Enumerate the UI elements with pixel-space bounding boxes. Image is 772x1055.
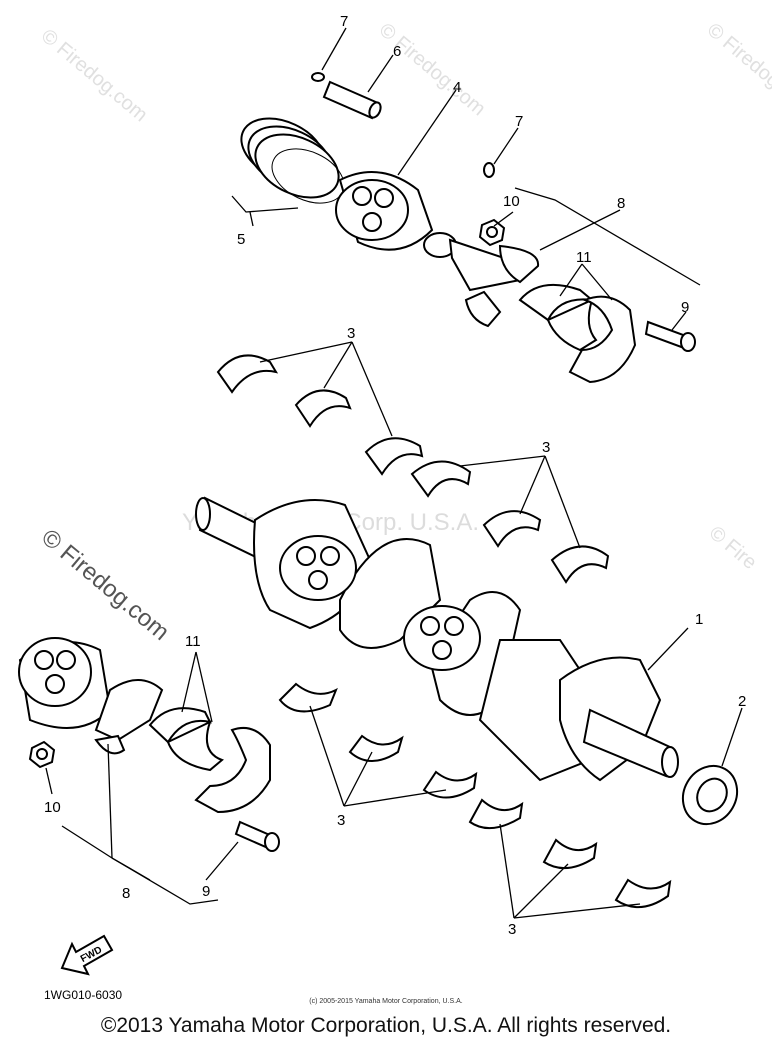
circlip-7-top (311, 72, 325, 82)
callout-9: 9 (202, 883, 210, 900)
callout-6: 6 (393, 43, 401, 60)
copyright-footer: ©2013 Yamaha Motor Corporation, U.S.A. A… (100, 1014, 672, 1037)
leader-lines (45, 27, 743, 919)
callout-7: 7 (515, 113, 523, 130)
callouts: 7 6 4 7 8 10 11 9 5 3 3 1 2 3 3 11 10 8 … (44, 13, 746, 938)
circlip-7-right (483, 162, 495, 178)
conrod-cap-lower (194, 726, 271, 814)
bolt-9-upper (644, 320, 696, 352)
callout-7: 7 (340, 13, 348, 30)
callout-10: 10 (503, 193, 520, 210)
conrod-bearing-upper (518, 283, 598, 352)
callout-2: 2 (738, 693, 746, 710)
piston-rings (240, 117, 345, 204)
connecting-rod-lower (94, 679, 164, 755)
nut-10-upper (478, 218, 506, 247)
piston-pin (322, 80, 382, 120)
watermark-firedog: © Firedog.com (37, 25, 152, 126)
watermark-firedog: © Fire (705, 522, 761, 574)
nut-10-lower (28, 740, 56, 769)
callout-8: 8 (122, 885, 130, 902)
callout-3: 3 (508, 921, 516, 938)
crankshaft (195, 496, 679, 782)
watermark-firedog-large: © Firedog.com (36, 524, 174, 646)
watermark-firedog: © Firedog.com (375, 19, 490, 120)
small-copyright: (c) 2005-2015 Yamaha Motor Corporation, … (309, 998, 463, 1005)
fwd-arrow-icon: FWD (60, 934, 114, 976)
watermark-firedog: © Firedog (703, 19, 772, 92)
callout-11: 11 (185, 633, 201, 650)
conrod-bearing-lower (148, 707, 224, 772)
piston-upper (335, 171, 434, 251)
callout-10: 10 (44, 799, 61, 816)
callout-4: 4 (453, 79, 461, 96)
diagram-code: 1WG010-6030 (44, 988, 123, 1002)
callout-9: 9 (681, 299, 689, 316)
main-bearings (216, 354, 672, 908)
conrod-cap-upper (568, 295, 637, 384)
callout-3: 3 (542, 439, 550, 456)
callout-3: 3 (337, 812, 345, 829)
callout-5: 5 (237, 231, 245, 248)
callout-3: 3 (347, 325, 355, 342)
callout-11: 11 (576, 249, 592, 266)
callout-1: 1 (695, 611, 703, 628)
connecting-rod-upper (423, 232, 540, 328)
bolt-9-lower (234, 820, 280, 852)
callout-8: 8 (617, 195, 625, 212)
piston-lower-left (18, 637, 112, 729)
oil-seal (681, 764, 739, 826)
